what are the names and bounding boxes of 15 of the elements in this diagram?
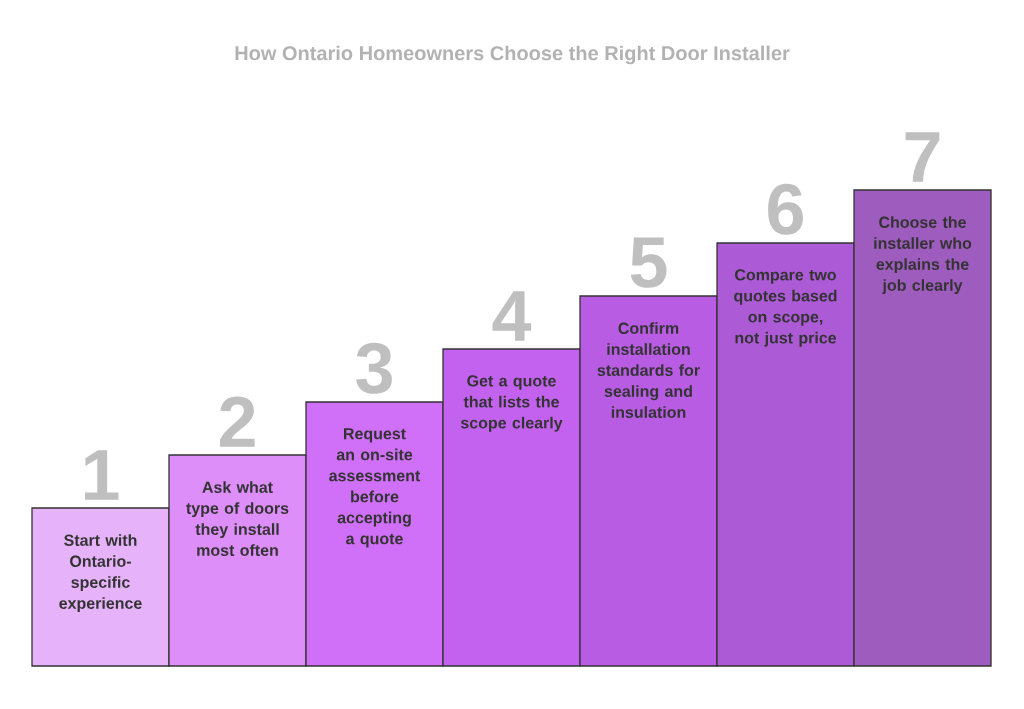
step-box: Confirm installation standards for sealing and insulation xyxy=(579,295,718,667)
step-number: 1 xyxy=(85,450,119,500)
step-box: Start with Ontario-specific experience xyxy=(31,507,170,667)
step-number: 2 xyxy=(220,396,255,447)
step-number: 5 xyxy=(630,237,667,288)
step-number: 7 xyxy=(905,132,940,182)
step-box: Ask what type of doors they install most often xyxy=(168,454,307,667)
title: How Ontario Homeowners Choose the Right Door Installer xyxy=(235,45,790,65)
step-number: 3 xyxy=(356,342,392,394)
step-box: Request an on-site assessment before accepting a quote xyxy=(305,401,444,667)
step-box: Get a quote that lists the scope clearly xyxy=(442,348,581,667)
step-number: 6 xyxy=(768,183,803,235)
step-number: 4 xyxy=(492,291,532,341)
step-box: Choose the installer who explains the job clearly xyxy=(853,189,992,667)
step-box: Compare two quotes based on scope, not just price xyxy=(716,242,855,667)
